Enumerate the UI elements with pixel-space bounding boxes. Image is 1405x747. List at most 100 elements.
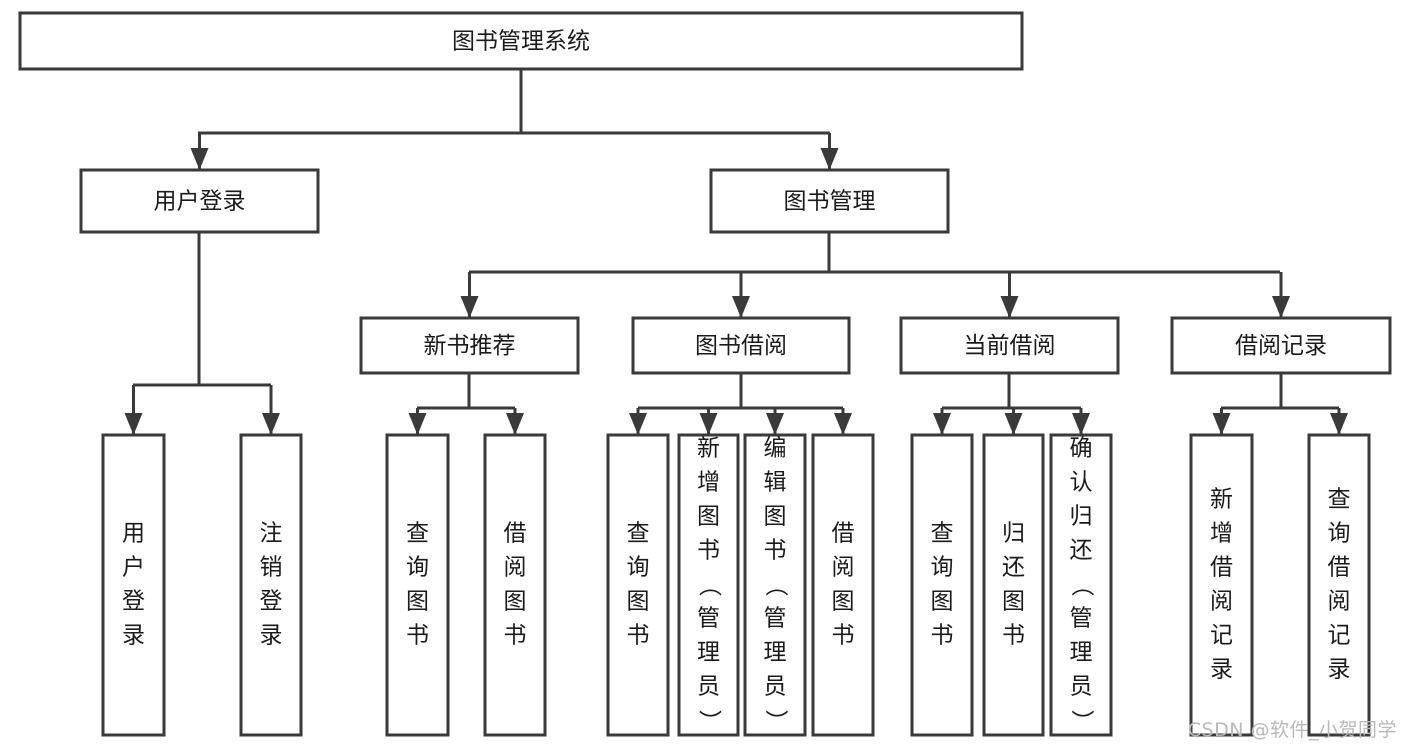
node-level2[interactable]: 借阅记录: [1170, 316, 1392, 375]
node-label-char: 查: [1328, 487, 1351, 513]
node-label-char: 询: [406, 555, 429, 581]
node-box[interactable]: [910, 433, 974, 737]
node-label-char: 图: [504, 589, 527, 615]
node-label-char: 阅: [832, 555, 855, 581]
node-label-char: 询: [627, 555, 650, 581]
node-box[interactable]: [811, 433, 875, 737]
csdn-watermark: CSDN @软件_小贺同学: [1187, 719, 1397, 741]
node-box[interactable]: [899, 316, 1120, 375]
node-box[interactable]: [79, 168, 320, 234]
node-label-char: 借: [504, 521, 527, 547]
arrow-head: [1072, 413, 1090, 435]
node-label-char: 还: [1002, 555, 1025, 581]
node-box[interactable]: [709, 168, 950, 234]
edge-l2-3-to-leaf-11: [1212, 408, 1231, 435]
node-label-char: 图: [406, 589, 429, 615]
node-label: 借阅记录: [1235, 333, 1327, 359]
node-box[interactable]: [1049, 433, 1113, 737]
node-label-char: 新: [697, 436, 720, 462]
node-label-char: 编: [764, 436, 787, 462]
edge-l2-0-to-leaf-3: [506, 408, 524, 435]
node-label-char: 归: [1002, 521, 1025, 547]
node-label-char: 增: [697, 470, 720, 496]
node-label-char: ）: [696, 710, 722, 733]
node-root[interactable]: 图书管理系统: [18, 11, 1024, 71]
node-label-char: 注: [260, 521, 283, 547]
node-label-char: 还: [1070, 538, 1093, 564]
arrow-head: [1330, 413, 1348, 435]
connector-group: [133, 232, 271, 387]
node-box[interactable]: [982, 433, 1045, 737]
connector-group: [469, 232, 1280, 274]
edge-l2-0-to-leaf-2: [408, 408, 427, 435]
node-label-char: 书: [764, 538, 787, 564]
node-box[interactable]: [1307, 433, 1371, 737]
node-label-char: 书: [697, 538, 720, 564]
connectors-layer: [124, 69, 1348, 435]
node-box[interactable]: [743, 433, 807, 737]
edge-root-to-l1-1: [820, 133, 839, 170]
leaf-node[interactable]: 用户登录: [101, 433, 166, 737]
connector-group: [638, 373, 843, 410]
node-label-char: 图: [764, 504, 787, 530]
node-box[interactable]: [1189, 433, 1254, 737]
node-label-char: 户: [122, 555, 145, 581]
node-label-char: 图: [832, 589, 855, 615]
node-label-char: 询: [931, 555, 954, 581]
node-box[interactable]: [677, 433, 740, 737]
node-label-char: 书: [931, 623, 954, 649]
node-label-char: 认: [1070, 470, 1093, 496]
node-box[interactable]: [101, 433, 166, 737]
node-label: 图书管理系统: [452, 29, 590, 55]
node-box[interactable]: [385, 433, 450, 737]
node-level2[interactable]: 新书推荐: [359, 316, 580, 375]
node-label-char: 员: [1070, 674, 1093, 700]
node-label-char: 图: [1002, 589, 1025, 615]
edge-l2-2-to-leaf-10: [1072, 408, 1090, 435]
connector-group: [198, 69, 830, 135]
node-label-char: 员: [697, 674, 720, 700]
arrow-head: [629, 413, 647, 435]
node-label-char: 增: [1210, 521, 1233, 547]
arrow-head: [506, 413, 524, 435]
node-level1[interactable]: 图书管理: [709, 168, 950, 234]
node-box[interactable]: [1170, 316, 1392, 375]
node-label-char: 管: [1070, 606, 1093, 632]
node-level2[interactable]: 当前借阅: [899, 316, 1120, 375]
node-label-char: 书: [406, 623, 429, 649]
arrow-head: [820, 148, 839, 170]
node-label-char: ）: [763, 710, 789, 733]
node-label-char: 借: [1328, 555, 1351, 581]
node-label-char: 书: [832, 623, 855, 649]
node-label: 图书借阅: [695, 333, 787, 359]
arrow-head: [262, 413, 280, 435]
node-label-char: 询: [1328, 521, 1351, 547]
node-box[interactable]: [483, 433, 547, 737]
connector-group: [942, 373, 1081, 410]
edge-l1-1-to-l2-0: [460, 272, 479, 318]
node-box[interactable]: [606, 433, 670, 737]
node-box[interactable]: [359, 316, 580, 375]
node-box[interactable]: [631, 316, 851, 375]
node-level1[interactable]: 用户登录: [79, 168, 320, 234]
node-label-char: 借: [1210, 555, 1233, 581]
node-level2[interactable]: 图书借阅: [631, 316, 851, 375]
node-label-char: 录: [260, 623, 283, 649]
node-label-char: 辑: [764, 470, 787, 496]
node-label-char: 记: [1328, 623, 1351, 649]
node-box[interactable]: [239, 433, 303, 737]
node-box[interactable]: [18, 11, 1024, 71]
